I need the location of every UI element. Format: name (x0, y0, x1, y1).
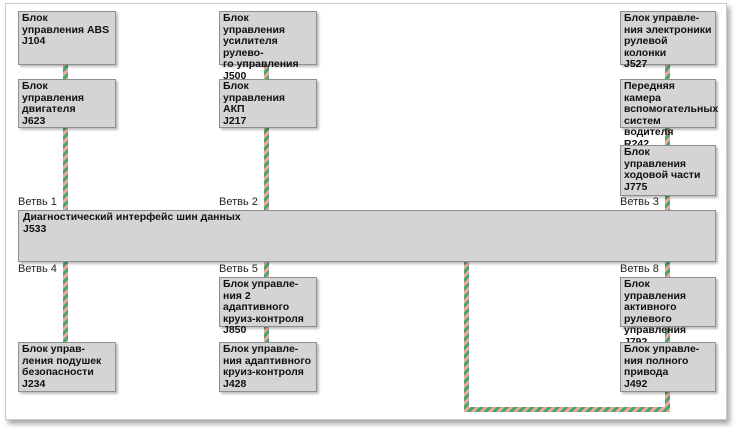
wire-branch-8 (665, 262, 670, 277)
module-j234: Блок управ- ления подушек безопасности J… (18, 342, 116, 392)
wire-loop-right (665, 392, 670, 412)
branch-4-label: Ветвь 4 (18, 263, 57, 275)
branch-5-label: Ветвь 5 (219, 263, 258, 275)
module-j217: Блок управления АКП J217 (219, 79, 317, 128)
module-j527: Блок управле- ния электроники рулевой ко… (620, 11, 716, 70)
wire-branch-3 (665, 196, 670, 210)
module-j850: Блок управле- ния 2 адаптивного круиз-ко… (219, 277, 317, 336)
wire-j850-j428 (264, 327, 269, 342)
wire-branch-4 (63, 262, 68, 342)
branch-1-label: Ветвь 1 (18, 196, 57, 208)
diagnostic-interface-j533: Диагностический интерфейс шин данных J53… (18, 210, 716, 262)
module-j492: Блок управле- ния полного привода J492 (620, 342, 716, 392)
wire-j527-r242 (665, 65, 670, 79)
wire-branch-2 (264, 128, 269, 210)
wire-j792-j492 (665, 327, 670, 342)
wire-branch-5 (264, 262, 269, 277)
wire-r242-j775 (665, 128, 670, 145)
module-r242: Передняя камера вспомогательных систем в… (620, 79, 718, 149)
module-j775: Блок управления ходовой части J775 (620, 145, 716, 196)
module-j500: Блок управления усилителя рулево- го упр… (219, 11, 317, 81)
module-j428: Блок управле- ния адаптивного круиз-конт… (219, 342, 317, 392)
branch-2-label: Ветвь 2 (219, 196, 258, 208)
wire-branch-1 (63, 128, 68, 210)
module-j792: Блок управления активного рулевого управ… (620, 277, 716, 347)
wire-loop-bottom (464, 407, 670, 412)
module-j104: Блок управления ABS J104 (18, 11, 116, 65)
wire-j104-j623 (63, 65, 68, 79)
branch-3-label: Ветвь 3 (620, 196, 659, 208)
wire-loop-left (464, 262, 469, 412)
wire-j500-j217 (264, 65, 269, 79)
module-j623: Блок управления двигателя J623 (18, 79, 116, 128)
branch-8-label: Ветвь 8 (620, 263, 659, 275)
